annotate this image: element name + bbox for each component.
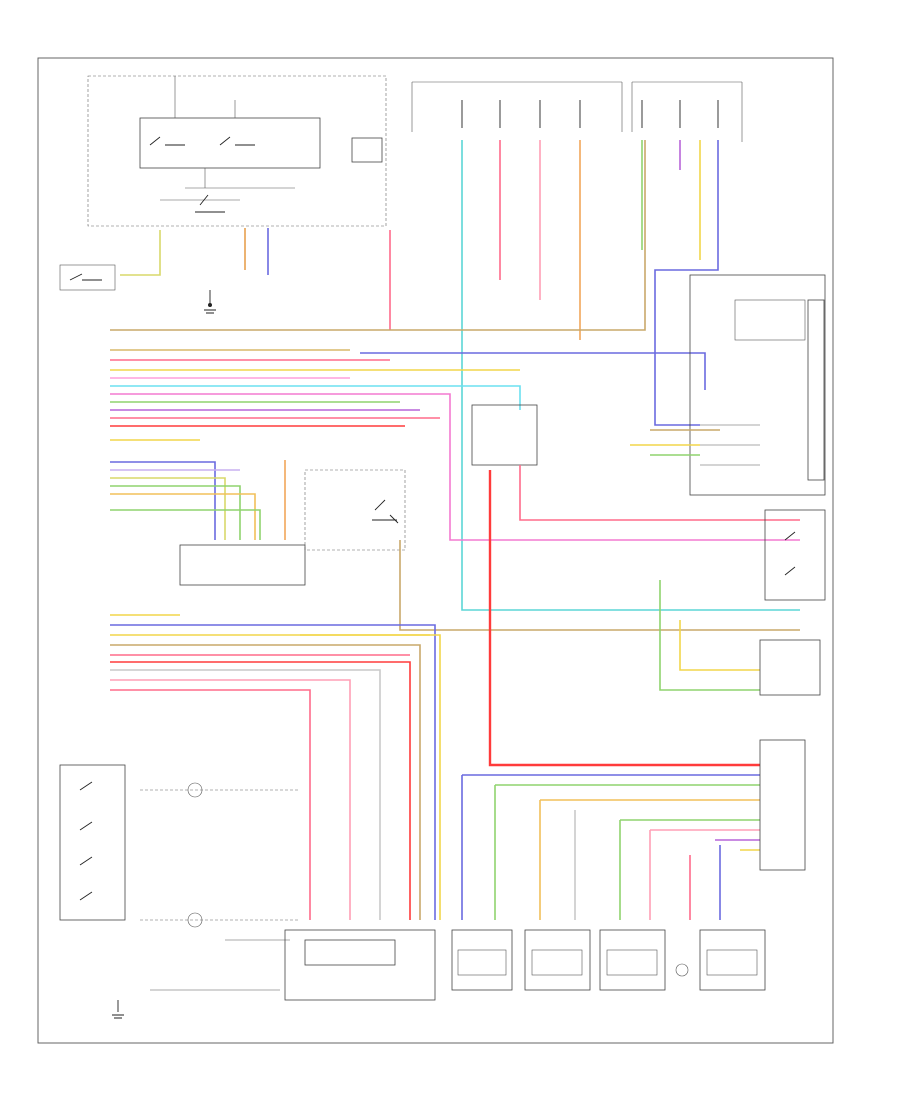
diagram-frame <box>37 57 834 1044</box>
bottom-module-4-box <box>599 929 666 991</box>
bottom-module-2-box <box>451 929 513 991</box>
bottom-module-3-box <box>524 929 591 991</box>
lower-harness <box>461 470 806 920</box>
bottom-modules <box>284 929 766 1001</box>
center-module <box>179 469 800 631</box>
right-relay <box>659 509 826 696</box>
ground-left <box>59 264 216 314</box>
bottom-module-5-box <box>699 929 766 991</box>
vertical-wires-top <box>120 140 800 611</box>
left-harness-lower <box>110 614 441 920</box>
right-upper-module <box>471 274 826 521</box>
top-fuse-boxes <box>411 81 743 142</box>
top-left-relay-block <box>87 75 387 227</box>
bottom-module-1-box <box>284 929 436 1001</box>
left-harness-upper <box>110 140 800 541</box>
left-bottom-switch-block <box>59 764 300 1019</box>
bottom-lamp <box>675 963 689 977</box>
